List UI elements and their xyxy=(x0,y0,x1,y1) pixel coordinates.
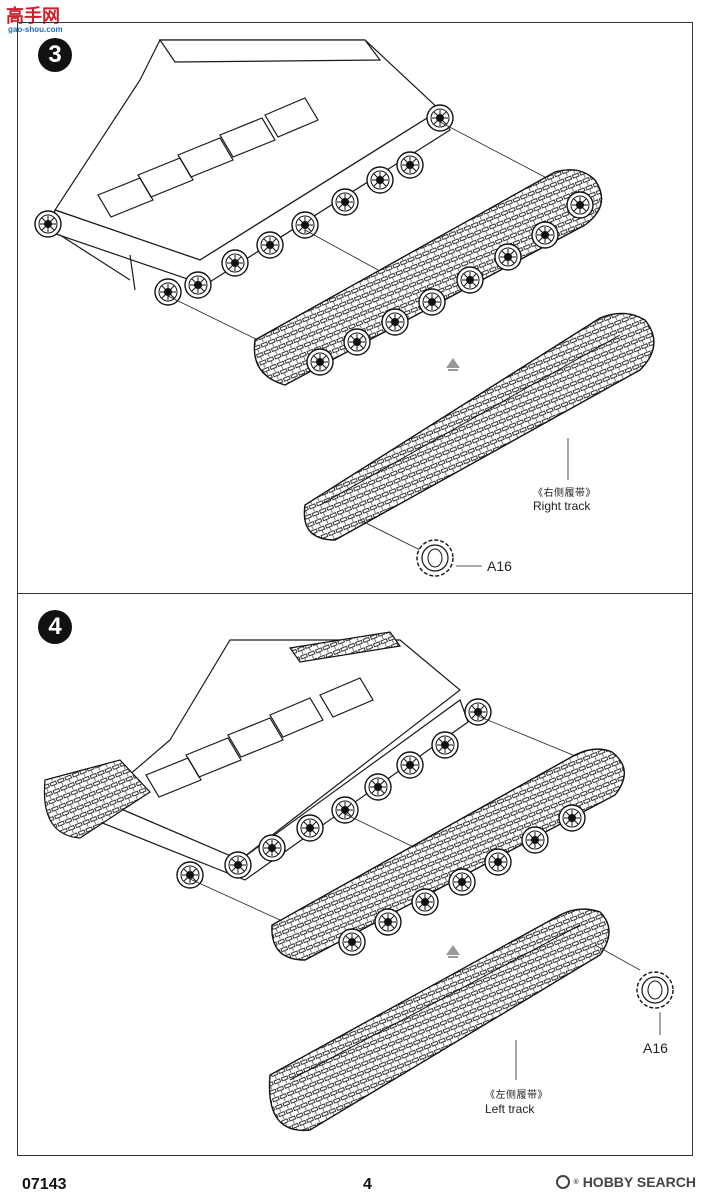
step-3-sprocket xyxy=(359,519,482,577)
kit-number: 07143 xyxy=(22,1176,67,1193)
step-4-badge: 4 xyxy=(38,610,72,644)
step-4-left-track xyxy=(268,908,610,1132)
up-arrow-icon xyxy=(446,358,460,371)
step-4-sprocket xyxy=(594,944,674,1035)
right-track-label-zh: 《右侧履带》 xyxy=(533,488,596,499)
hobby-search-mark: ® xyxy=(573,1178,579,1186)
watermark-url: gao-shou.com xyxy=(8,25,63,34)
hobby-search-watermark: ® HOBBY SEARCH xyxy=(555,1174,696,1190)
step-4-installed-track xyxy=(271,748,625,961)
step-3-right-track xyxy=(303,312,655,541)
step-3-badge: 3 xyxy=(38,38,72,72)
step-3-leader-lines xyxy=(167,121,561,341)
step-4-upper-far-track xyxy=(43,631,402,839)
hobby-search-text: HOBBY SEARCH xyxy=(582,1174,696,1190)
step-3-hull-drawing xyxy=(49,39,451,291)
step-4-panel xyxy=(17,594,693,1156)
up-arrow-icon xyxy=(446,945,460,958)
left-track-label: Left track xyxy=(485,1102,535,1116)
left-track-label-zh: 《左侧履带》 xyxy=(485,1090,548,1101)
step-3-installed-track xyxy=(253,169,603,386)
right-track-label: Right track xyxy=(533,499,591,513)
watermark-logo: 高手网 xyxy=(6,6,60,27)
part-code-a16-step4: A16 xyxy=(643,1040,668,1056)
page-number: 4 xyxy=(363,1176,372,1193)
step-3-panel xyxy=(17,22,693,594)
step-4-leader-lines xyxy=(189,715,586,921)
hobby-search-icon xyxy=(555,1175,570,1189)
part-code-a16-step3: A16 xyxy=(487,558,512,574)
